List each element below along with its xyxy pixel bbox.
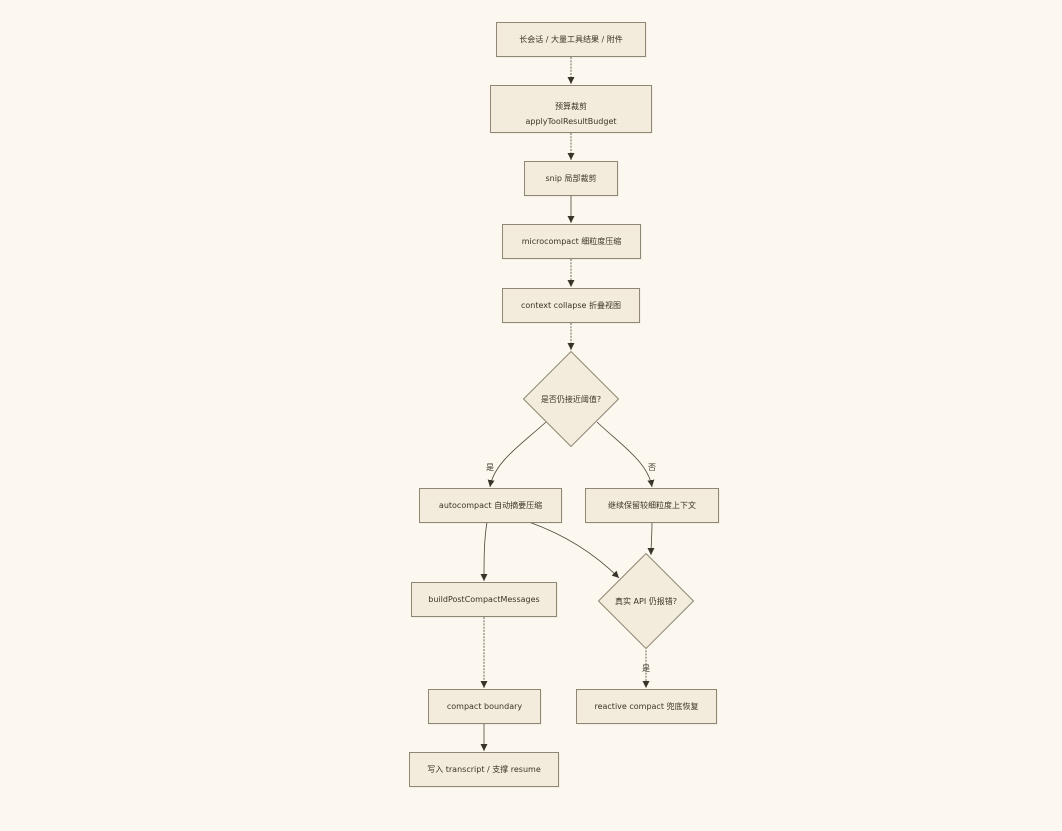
edge-n6-d2 [528,521,620,579]
edge-n7-d2 [647,521,655,556]
node-long-session: 长会话 / 大量工具结果 / 附件 [496,22,646,57]
edge-d1-n6 [487,421,547,488]
node-write-transcript-label: 写入 transcript / 支撑 resume [427,765,541,774]
node-microcompact-label: microcompact 细粒度压缩 [521,237,622,246]
node-microcompact: microcompact 细粒度压缩 [502,224,641,259]
node-budget-trim-label: 预算裁剪 [555,102,587,111]
edge-n6-n8 [480,521,488,582]
edge-label-yes-1: 是 [486,463,494,472]
edge-label-no-1: 否 [648,463,656,472]
decision-api-error-shape [598,553,694,649]
node-keep-fine-context-label: 继续保留较细粒度上下文 [608,501,696,510]
node-compact-boundary: compact boundary [428,689,541,724]
edge-label-yes-2: 是 [642,664,650,673]
edge-d1-n7 [596,421,655,488]
node-build-post-compact: buildPostCompactMessages [411,582,557,617]
decision-near-threshold: 是否仍接近阈值? [523,351,619,447]
decision-near-threshold-label: 是否仍接近阈值? [540,394,602,404]
node-reactive-compact-label: reactive compact 兜底恢复 [594,702,699,711]
node-budget-trim: 预算裁剪 applyToolResultBudget [490,85,652,133]
decision-near-threshold-shape [523,351,619,447]
node-autocompact-label: autocompact 自动摘要压缩 [438,501,543,510]
node-context-collapse: context collapse 折叠视图 [502,288,640,323]
node-write-transcript: 写入 transcript / 支撑 resume [409,752,559,787]
decision-api-error-label: 真实 API 仍报错? [615,596,677,606]
node-reactive-compact: reactive compact 兜底恢复 [576,689,717,724]
node-build-post-compact-label: buildPostCompactMessages [428,595,540,604]
node-snip-label: snip 局部裁剪 [545,174,597,183]
node-snip: snip 局部裁剪 [524,161,618,196]
node-budget-trim-sublabel: applyToolResultBudget [525,117,617,126]
node-compact-boundary-label: compact boundary [446,702,523,711]
node-autocompact: autocompact 自动摘要压缩 [419,488,562,523]
decision-api-error: 真实 API 仍报错? [598,553,694,649]
node-keep-fine-context: 继续保留较细粒度上下文 [585,488,719,523]
node-context-collapse-label: context collapse 折叠视图 [520,301,622,310]
node-long-session-label: 长会话 / 大量工具结果 / 附件 [519,35,623,44]
